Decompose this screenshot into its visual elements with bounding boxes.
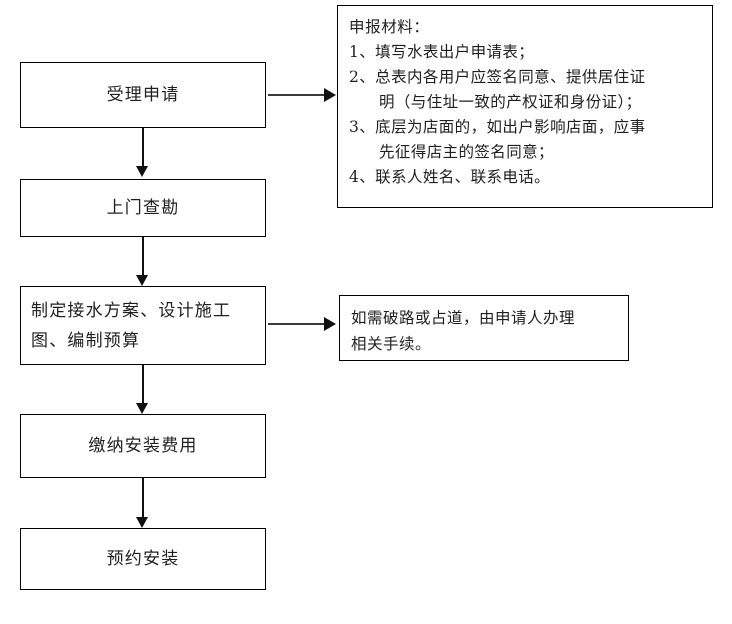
- connector-arrowhead-down-icon: [136, 275, 148, 286]
- note-list: 1、填写水表出户申请表； 2、总表内各用户应签名同意、提供居住证明（与住址一致的…: [349, 40, 704, 190]
- flow-node-design-plan[interactable]: 制定接水方案、设计施工图、编制预算: [20, 286, 266, 365]
- note-list-marker: 1、: [349, 43, 376, 61]
- note-list-item: 1、填写水表出户申请表；: [349, 40, 704, 65]
- flow-node-site-survey[interactable]: 上门查勘: [20, 179, 266, 237]
- note-list-marker: 4、: [349, 168, 376, 186]
- connector-arrowhead-right-icon: [324, 88, 336, 102]
- note-heading: 申报材料：: [349, 18, 430, 36]
- note-list-text: 联系人姓名、联系电话。: [375, 168, 551, 186]
- connector-arrowhead-right-icon: [324, 317, 336, 331]
- note-list-text: 总表内各用户应签名同意、提供居住证: [375, 68, 646, 86]
- connector-line: [268, 323, 326, 325]
- connector-arrowhead-down-icon: [136, 517, 148, 528]
- flow-node-schedule-installation[interactable]: 预约安装: [20, 528, 266, 590]
- connector-line: [142, 478, 144, 517]
- connector-line: [142, 237, 144, 275]
- note-list-text: 填写水表出户申请表；: [375, 43, 535, 61]
- flow-node-label: 受理申请: [106, 85, 180, 105]
- flow-node-label: 上门查勘: [106, 198, 180, 218]
- flow-node-pay-installation-fee[interactable]: 缴纳安装费用: [20, 414, 266, 478]
- flow-node-label: 缴纳安装费用: [88, 436, 198, 456]
- connector-arrowhead-down-icon: [136, 166, 148, 177]
- connector-line: [268, 94, 326, 96]
- connector-line: [142, 365, 144, 403]
- note-paragraph: 如需破路或占道，由申请人办理 相关手续。: [351, 309, 576, 353]
- note-list-marker: 3、: [349, 118, 376, 136]
- note-list-continuation: 先征得店主的签名同意；: [379, 143, 554, 161]
- note-list-text: 底层为店面的，如出户影响店面，应事: [375, 118, 646, 136]
- flow-node-label: 制定接水方案、设计施工图、编制预算: [31, 300, 232, 351]
- note-content: 如需破路或占道，由申请人办理 相关手续。: [340, 296, 628, 361]
- note-box-required-materials[interactable]: 申报材料： 1、填写水表出户申请表； 2、总表内各用户应签名同意、提供居住证明（…: [337, 5, 713, 208]
- note-list-item: 2、总表内各用户应签名同意、提供居住证明（与住址一致的产权证和身份证）；: [349, 65, 704, 115]
- connector-line: [142, 128, 144, 166]
- flow-node-accept-application[interactable]: 受理申请: [20, 62, 266, 128]
- note-list-item: 4、联系人姓名、联系电话。: [349, 165, 704, 190]
- note-content: 申报材料： 1、填写水表出户申请表； 2、总表内各用户应签名同意、提供居住证明（…: [338, 6, 712, 194]
- connector-arrowhead-down-icon: [136, 403, 148, 414]
- note-box-roadwork-permit[interactable]: 如需破路或占道，由申请人办理 相关手续。: [339, 295, 629, 361]
- note-list-continuation: 明（与住址一致的产权证和身份证）；: [379, 93, 642, 111]
- note-list-item: 3、底层为店面的，如出户影响店面，应事先征得店主的签名同意；: [349, 115, 704, 165]
- note-list-marker: 2、: [349, 68, 376, 86]
- flow-node-label: 预约安装: [106, 549, 180, 569]
